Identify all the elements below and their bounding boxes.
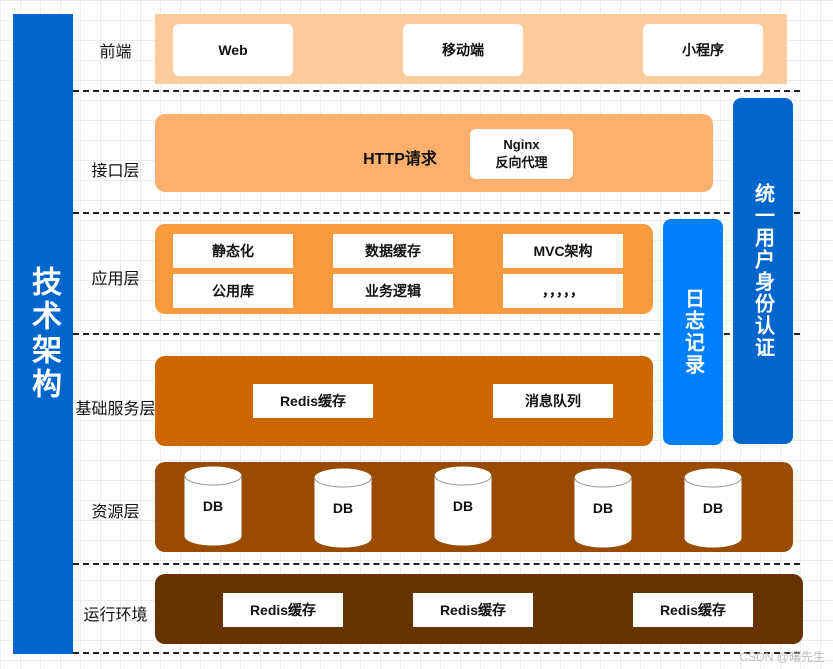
database-cylinder: DB [184, 466, 242, 546]
database-label: DB [702, 500, 724, 516]
database-cylinder: DB [684, 468, 742, 548]
watermark: CSDN @曙先生 [739, 650, 825, 664]
database-shape [574, 468, 632, 548]
layer-label-resource: 资源层 [91, 504, 140, 521]
layer-divider [73, 333, 800, 335]
database-shape [184, 466, 242, 546]
database-rim [184, 475, 242, 486]
app-more-box: ，，，，， [503, 274, 623, 308]
http-request-label: HTTP请求 [363, 151, 437, 168]
log-record-label: 日志记录 [681, 288, 704, 376]
app-commonlib-box: 公用库 [173, 274, 293, 308]
database-body [184, 466, 242, 546]
database-body [314, 468, 372, 548]
architecture-title-bar: 技术架构 [13, 14, 73, 654]
database-label: DB [202, 498, 224, 514]
nginx-proxy-box: Nginx 反向代理 [470, 129, 573, 179]
database-label: DB [452, 498, 474, 514]
layer-label-frontend: 前端 [99, 44, 132, 61]
architecture-title: 技术架构 [27, 266, 60, 402]
database-rim [574, 477, 632, 488]
layer-label-base-service: 基础服务层 [75, 401, 156, 418]
layer-divider [73, 90, 800, 92]
frontend-mobile-box: 移动端 [403, 24, 523, 76]
auth-bar: 统一用户身份认证 [733, 98, 793, 444]
database-rim [684, 477, 742, 488]
database-label: DB [332, 500, 354, 516]
database-cylinder: DB [574, 468, 632, 548]
layer-divider [73, 212, 800, 214]
database-cylinder: DB [314, 468, 372, 548]
frontend-web-box: Web [173, 24, 293, 76]
database-rim [314, 477, 372, 488]
database-label: DB [592, 500, 614, 516]
database-body [434, 466, 492, 546]
base-mq-box: 消息队列 [493, 384, 613, 418]
log-record-bar: 日志记录 [663, 219, 723, 445]
database-body [684, 468, 742, 548]
layer-label-runtime: 运行环境 [83, 607, 148, 624]
app-static-box: 静态化 [173, 234, 293, 268]
database-shape [684, 468, 742, 548]
runtime-redis-box: Redis缓存 [413, 593, 533, 627]
database-shape [314, 468, 372, 548]
interface-band [155, 114, 713, 192]
runtime-redis-box: Redis缓存 [223, 593, 343, 627]
database-rim [434, 475, 492, 486]
frontend-miniprogram-box: 小程序 [643, 24, 763, 76]
database-body [574, 468, 632, 548]
app-datacache-box: 数据缓存 [333, 234, 453, 268]
app-mvc-box: MVC架构 [503, 234, 623, 268]
runtime-redis-box: Redis缓存 [633, 593, 753, 627]
layer-divider [73, 563, 800, 565]
auth-label: 统一用户身份认证 [751, 183, 774, 359]
base-redis-box: Redis缓存 [253, 384, 373, 418]
app-business-box: 业务逻辑 [333, 274, 453, 308]
layer-divider [73, 652, 800, 654]
layer-label-application: 应用层 [91, 271, 140, 288]
database-shape [434, 466, 492, 546]
layer-label-interface: 接口层 [91, 163, 140, 180]
database-cylinder: DB [434, 466, 492, 546]
